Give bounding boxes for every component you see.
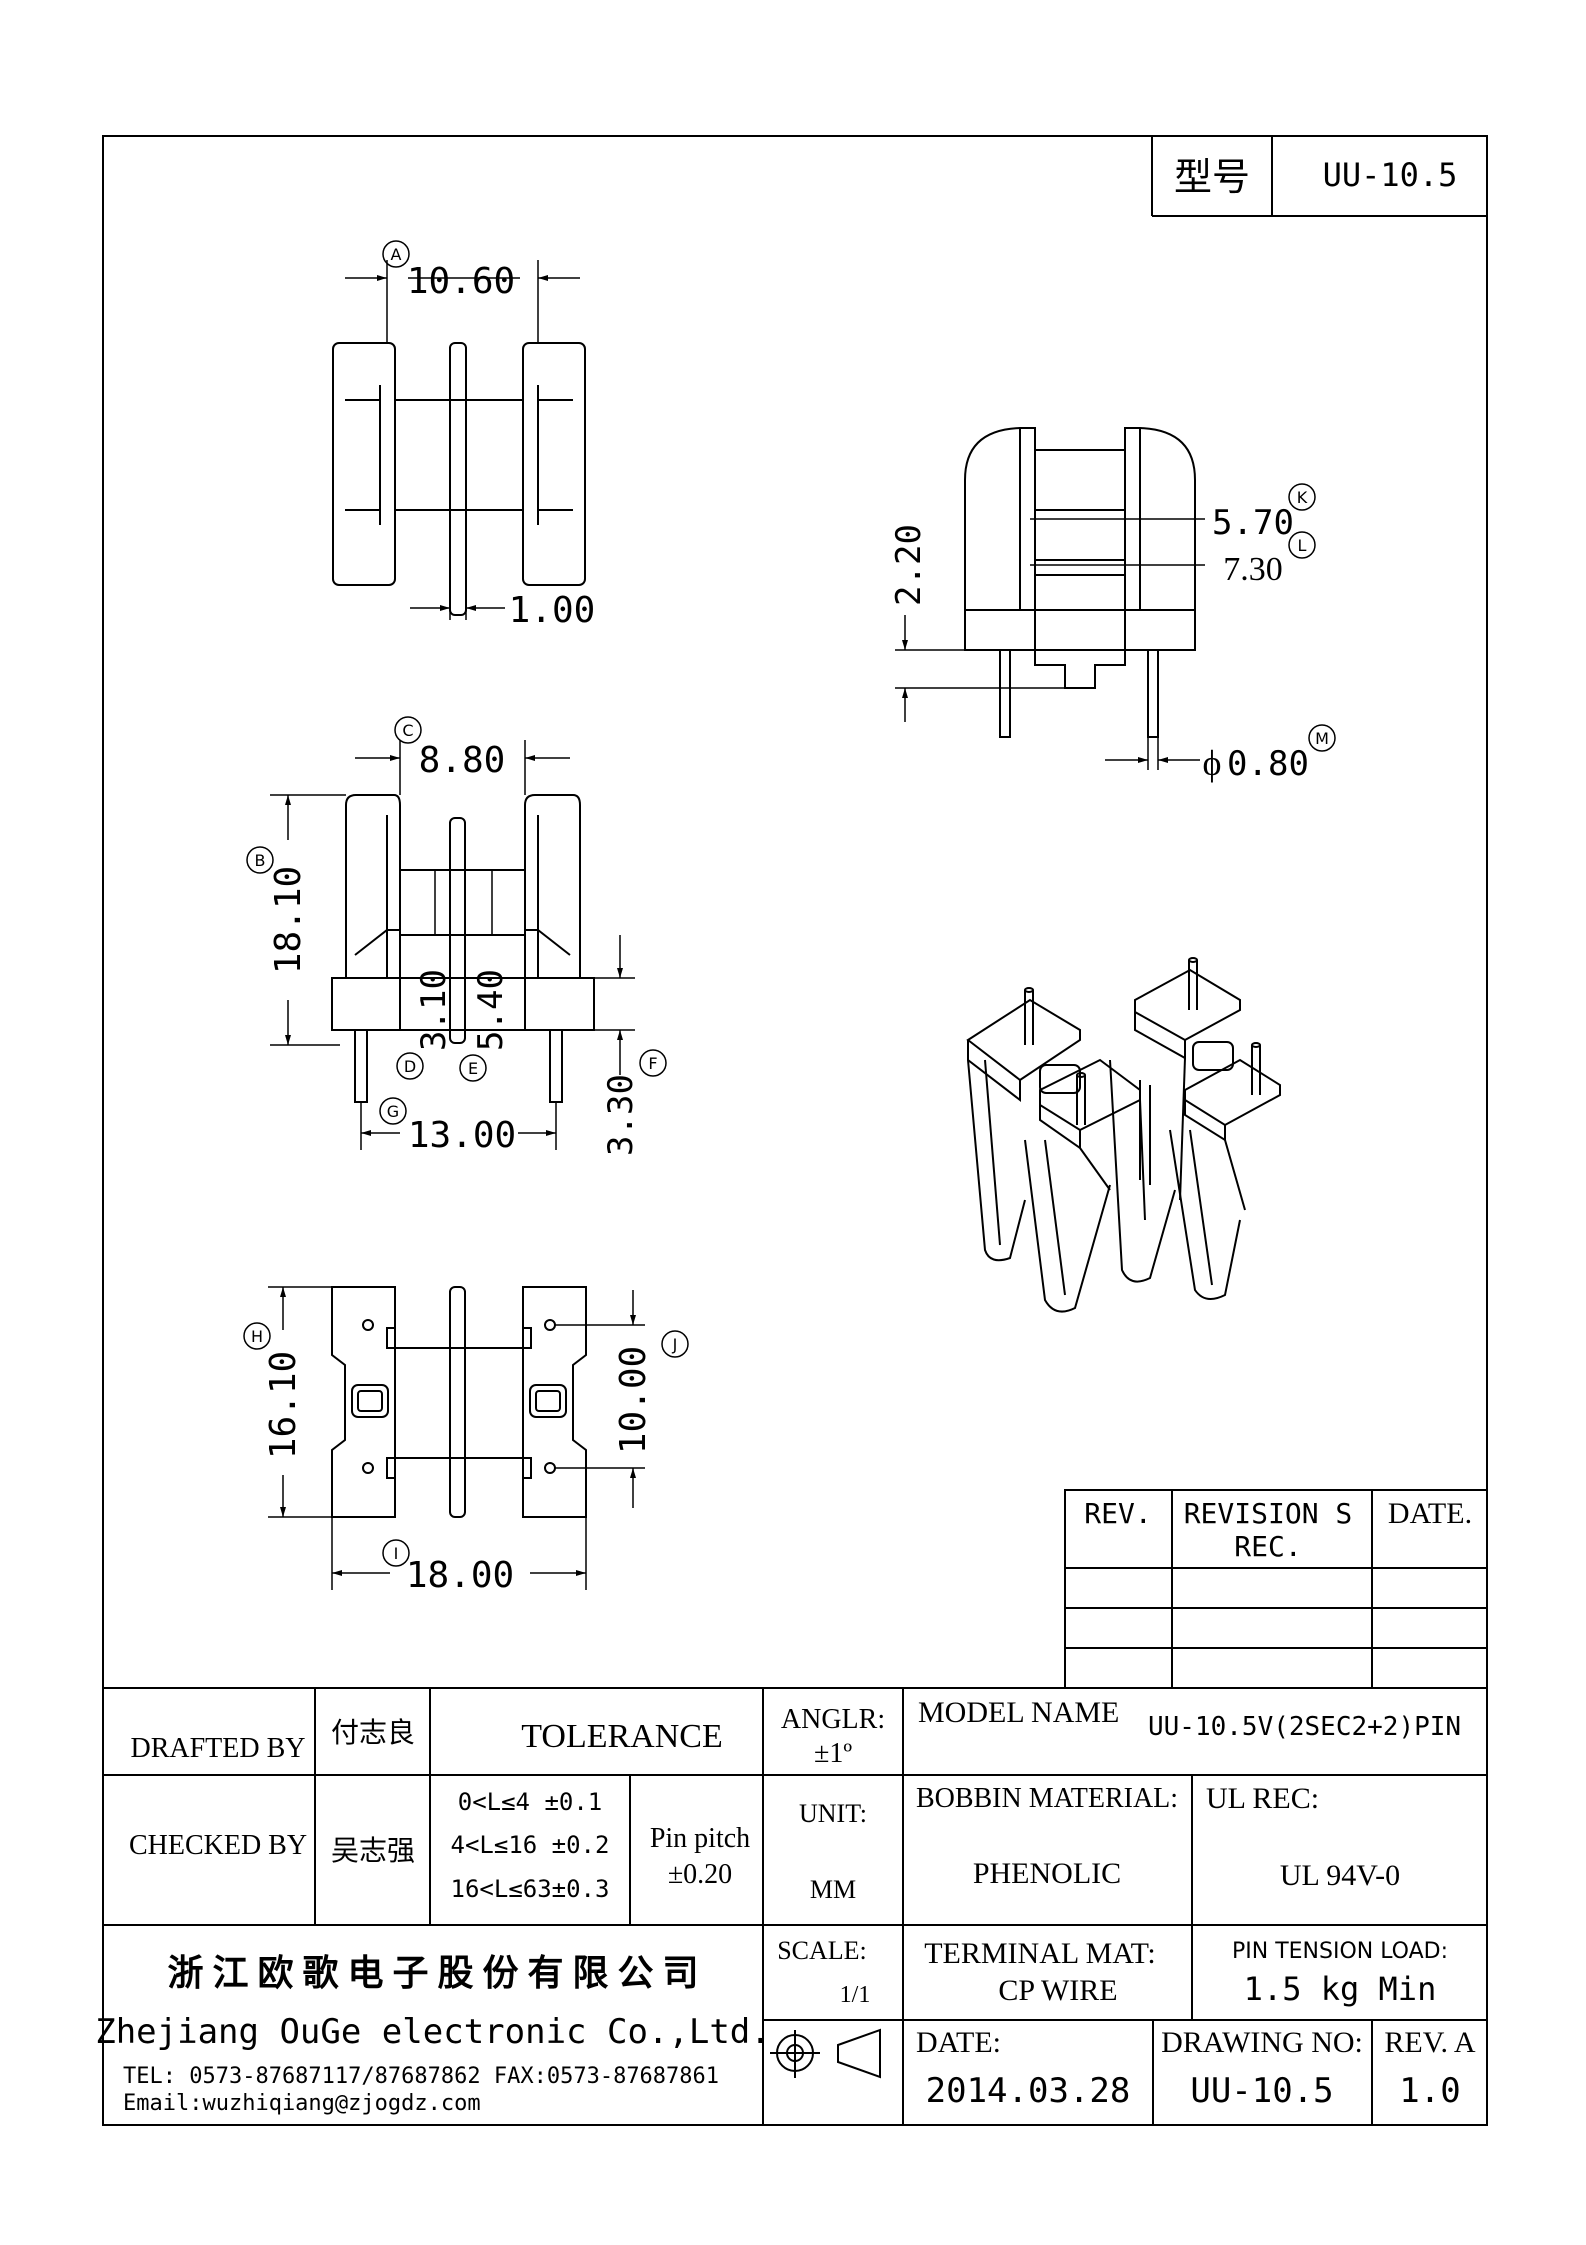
dim-b xyxy=(270,794,346,1046)
tolerance-row-3: 16<L≤63±0.3 xyxy=(451,1875,610,1903)
drawing-no-value: UU-10.5 xyxy=(1190,2071,1333,2111)
title-block-grid xyxy=(103,1687,1487,2125)
view-front xyxy=(331,794,595,1103)
dim-a-label: 10.60 xyxy=(407,261,515,302)
dim-c-label: 8.80 xyxy=(419,740,506,781)
scale-value: 1/1 xyxy=(840,1982,871,2008)
drafter-name: 付志良 xyxy=(331,1717,415,1749)
checked-by-label: CHECKED BY xyxy=(129,1830,307,1861)
revisions-header-1: REVISION S xyxy=(1184,1497,1353,1530)
revisions-header-2: REC. xyxy=(1234,1530,1301,1563)
dim-height-side-label: 2.20 xyxy=(889,524,929,606)
dim-i xyxy=(331,1517,587,1590)
sheet-border xyxy=(102,135,1488,2126)
pin-tension-value: 1.5 kg Min xyxy=(1244,1970,1437,2008)
dim-d-label: 3.10 xyxy=(414,969,454,1051)
pin-tension-label: PIN TENSION LOAD: xyxy=(1232,1939,1448,1964)
date-label: DATE: xyxy=(916,2026,1001,2059)
marker-e: E xyxy=(468,1059,478,1078)
marker-k: K xyxy=(1297,488,1308,507)
dim-k-label: 5.70 xyxy=(1212,503,1294,543)
marker-i: I xyxy=(394,1544,399,1563)
dim-height-side xyxy=(895,615,1065,722)
company-tel-fax: TEL: 0573-87687117/87687862 FAX:0573-876… xyxy=(123,2064,719,2089)
tolerance-label: TOLERANCE xyxy=(521,1718,722,1755)
ul-rec-value: UL 94V-0 xyxy=(1280,1859,1400,1892)
view-top xyxy=(332,342,586,616)
dim-f-label: 3.30 xyxy=(601,1074,641,1156)
marker-m: M xyxy=(1315,729,1329,748)
dim-g xyxy=(360,1102,557,1150)
marker-g: G xyxy=(387,1102,399,1121)
drafted-by-label: DRAFTED BY xyxy=(130,1733,305,1764)
dim-i-label: 18.00 xyxy=(406,1555,514,1596)
model-name-value: UU-10.5V(2SEC2+2)PIN xyxy=(1148,1712,1461,1742)
company-name-en: Zhejiang OuGe electronic Co.,Ltd. xyxy=(95,2012,771,2052)
pin-pitch-label: Pin pitch xyxy=(650,1823,750,1854)
view-isometric xyxy=(966,957,1281,1313)
ul-rec-label: UL REC: xyxy=(1206,1782,1319,1815)
model-header-value: UU-10.5 xyxy=(1323,156,1458,194)
marker-l: L xyxy=(1298,536,1307,555)
model-name-label: MODEL NAME xyxy=(918,1696,1119,1729)
terminal-mat-label: TERMINAL MAT: xyxy=(924,1937,1156,1970)
dim-pin-width xyxy=(410,590,505,620)
dim-j xyxy=(555,1290,645,1508)
dim-l-label: 7.30 xyxy=(1223,551,1283,588)
marker-c: C xyxy=(402,721,413,740)
tolerance-row-1: 0<L≤4 ±0.1 xyxy=(458,1788,603,1816)
dim-m xyxy=(1105,737,1200,770)
dim-c xyxy=(355,740,570,795)
date-header: DATE. xyxy=(1388,1497,1472,1530)
view-side xyxy=(964,427,1196,738)
dim-h-label: 16.10 xyxy=(263,1351,304,1459)
company-email: Email:wuzhiqiang@zjogdz.com xyxy=(123,2091,481,2116)
phi-symbol: ϕ xyxy=(1203,743,1222,783)
model-header-label: 型号 xyxy=(1174,157,1250,199)
unit-label: UNIT: xyxy=(799,1799,867,1828)
dim-b-label: 18.10 xyxy=(268,866,309,974)
rev-a-label: REV. A xyxy=(1384,2026,1475,2059)
dim-d-e xyxy=(434,870,493,935)
rev-header: REV. xyxy=(1084,1497,1151,1530)
marker-a: A xyxy=(391,245,402,264)
marker-b: B xyxy=(255,851,266,870)
unit-value: MM xyxy=(810,1875,856,1904)
marker-d: D xyxy=(404,1057,416,1076)
dim-pin-width-label: 1.00 xyxy=(509,590,596,631)
marker-h: H xyxy=(251,1327,263,1346)
bobbin-material-value: PHENOLIC xyxy=(973,1857,1121,1890)
revisions-table xyxy=(1064,1489,1488,1689)
dim-g-label: 13.00 xyxy=(408,1115,516,1156)
dim-k-l xyxy=(1030,518,1205,566)
date-value: 2014.03.28 xyxy=(926,2071,1131,2111)
company-name-cn: 浙 江 欧 歌 电 子 股 份 有 限 公 司 xyxy=(167,1953,698,1993)
checker-name: 吴志强 xyxy=(331,1835,415,1867)
anglr-value: ±1º xyxy=(814,1738,852,1769)
scale-label: SCALE: xyxy=(777,1936,867,1965)
tolerance-row-2: 4<L≤16 ±0.2 xyxy=(451,1831,610,1859)
dim-a xyxy=(345,260,580,343)
dim-j-label: 10.00 xyxy=(613,1346,654,1454)
anglr-label: ANGLR: xyxy=(781,1704,885,1735)
dim-h xyxy=(268,1286,332,1518)
rev-value: 1.0 xyxy=(1399,2071,1460,2111)
dim-m-label: 0.80 xyxy=(1227,744,1309,784)
drawing-no-label: DRAWING NO: xyxy=(1161,2026,1363,2059)
terminal-mat-value: CP WIRE xyxy=(998,1974,1117,2007)
marker-j: J xyxy=(672,1335,678,1354)
dim-f xyxy=(594,935,635,1075)
dim-e-label: 5.40 xyxy=(471,969,511,1051)
projection-symbol xyxy=(763,2019,903,2079)
model-header xyxy=(1151,136,1487,217)
pin-pitch-value: ±0.20 xyxy=(668,1859,732,1890)
marker-f: F xyxy=(648,1054,657,1073)
bobbin-material-label: BOBBIN MATERIAL: xyxy=(916,1783,1178,1814)
view-bottom xyxy=(331,1286,587,1518)
